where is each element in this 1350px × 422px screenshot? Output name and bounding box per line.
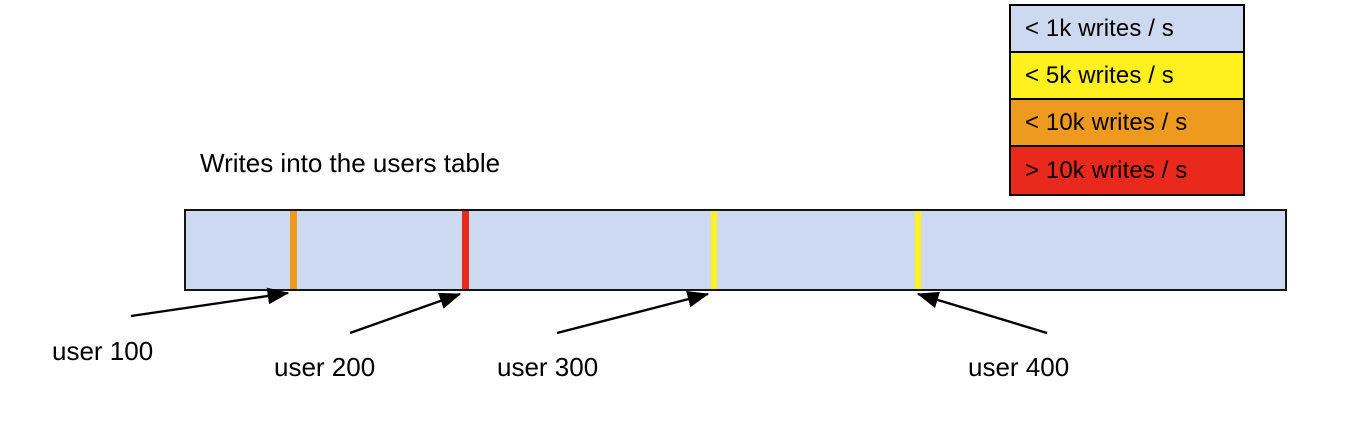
arrow-group [130, 287, 1048, 335]
arrow-user-300 [556, 290, 710, 335]
legend-item-lt-5k: < 5k writes / s [1011, 53, 1243, 100]
marker-label-user-300: user 300 [497, 352, 599, 382]
legend: < 1k writes / s < 5k writes / s < 10k wr… [1009, 4, 1245, 196]
marker-label-user-100: user 100 [52, 336, 154, 366]
legend-item-gt-10k: > 10k writes / s [1011, 147, 1243, 194]
chart-title: Writes into the users table [200, 148, 501, 178]
users-table-bar [184, 209, 1287, 291]
user-100-stripe [290, 211, 297, 289]
arrow-user-400 [916, 291, 1048, 335]
user-400-stripe [915, 211, 921, 289]
legend-item-label: < 1k writes / s [1025, 14, 1174, 42]
arrow-user-200 [349, 292, 462, 335]
marker-label-user-400: user 400 [968, 352, 1070, 382]
arrow-user-100 [130, 287, 290, 318]
legend-item-lt-1k: < 1k writes / s [1011, 6, 1243, 53]
marker-label-user-200: user 200 [274, 352, 376, 382]
user-300-stripe [711, 211, 717, 289]
legend-item-lt-10k: < 10k writes / s [1011, 100, 1243, 147]
user-200-stripe [462, 211, 469, 289]
legend-item-label: < 10k writes / s [1025, 108, 1188, 136]
legend-item-label: > 10k writes / s [1025, 156, 1188, 184]
legend-item-label: < 5k writes / s [1025, 61, 1174, 89]
